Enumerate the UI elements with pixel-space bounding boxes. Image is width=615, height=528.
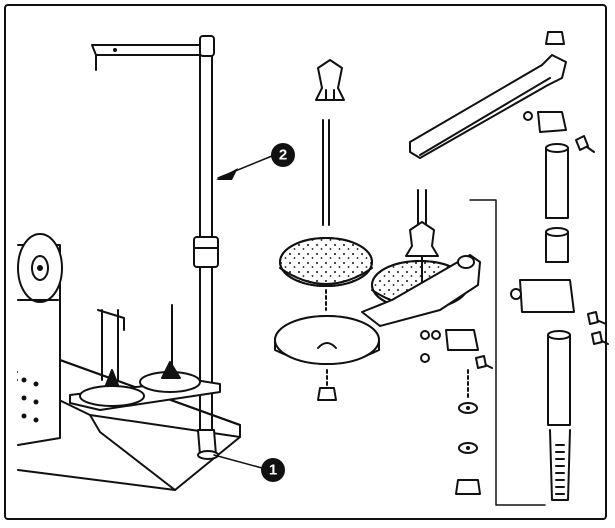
assembly-guide-line <box>469 199 546 506</box>
upper-pipe <box>545 147 569 219</box>
spool-plate-left <box>79 385 145 407</box>
callout-1-label: 1 <box>269 462 277 479</box>
installed-thread-stand <box>17 35 241 491</box>
spool-bracket <box>361 254 481 327</box>
spool-pin <box>322 119 330 226</box>
callout-2-leader <box>216 155 273 180</box>
diagram-frame <box>4 4 607 520</box>
callout-2-label: 2 <box>279 147 287 164</box>
stand-top-arm <box>91 44 206 56</box>
callout-2: 2 <box>271 143 295 167</box>
cone-right <box>405 221 439 257</box>
top-nut <box>545 31 565 45</box>
callout-1: 1 <box>261 458 285 482</box>
exploded-rod-components <box>409 31 609 506</box>
rod-joint <box>519 279 575 313</box>
lower-pipe <box>547 334 571 426</box>
exploded-spool-assembly <box>274 59 481 401</box>
rod-top-arm <box>409 54 567 159</box>
bottom-nut <box>455 479 481 495</box>
callout-1-leader <box>213 454 263 469</box>
nut-left <box>317 387 337 401</box>
cone-top <box>315 59 345 101</box>
